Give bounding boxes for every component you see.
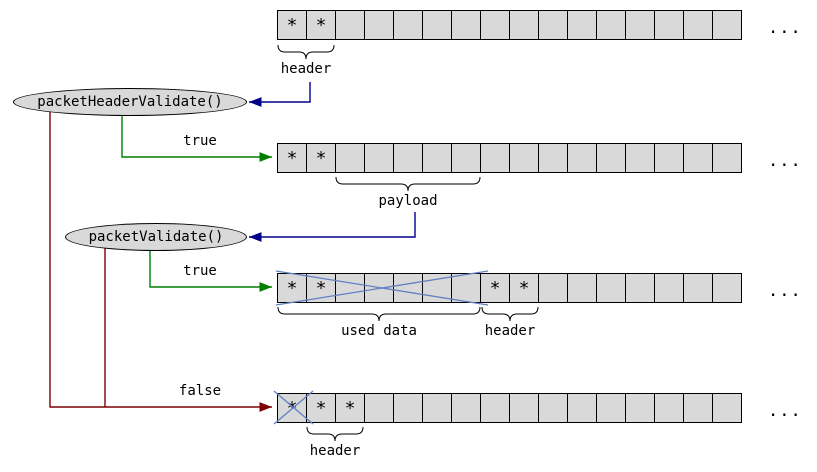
edge-true-packetValidate (149, 245, 272, 292)
buffer-cell (567, 10, 597, 40)
buffer-cell (393, 393, 423, 423)
buffer-cell: * (306, 393, 336, 423)
buffer-row-3: **** (277, 273, 742, 303)
buffer-cell (538, 143, 568, 173)
buffer-row-1: ** (277, 10, 742, 40)
row-continuation-ellipsis: ... (768, 281, 802, 301)
brace-used-data-row3 (277, 306, 481, 322)
buffer-cell (712, 273, 742, 303)
buffer-cell (364, 143, 394, 173)
buffer-cell (335, 10, 365, 40)
buffer-cell (683, 393, 713, 423)
annotation-payload-row2: payload (378, 193, 438, 209)
buffer-cell (364, 273, 394, 303)
buffer-cell (538, 10, 568, 40)
brace-header-row1 (277, 44, 335, 60)
buffer-cell (683, 143, 713, 173)
buffer-cell (422, 143, 452, 173)
buffer-cell (509, 143, 539, 173)
buffer-row-2: ** (277, 143, 742, 173)
buffer-cell: * (335, 393, 365, 423)
buffer-cell (683, 10, 713, 40)
buffer-cell (538, 273, 568, 303)
buffer-cell (422, 10, 452, 40)
annotation-header-row4: header (309, 443, 361, 459)
buffer-cell (654, 273, 684, 303)
buffer-cell (451, 10, 481, 40)
buffer-cell (712, 143, 742, 173)
edge-label-true-1: true (183, 133, 217, 149)
buffer-cell (451, 393, 481, 423)
edge-payload-to-packetValidate (249, 212, 416, 242)
buffer-cell (596, 143, 626, 173)
buffer-cell: * (277, 10, 307, 40)
buffer-cell (480, 143, 510, 173)
row-continuation-ellipsis: ... (768, 401, 802, 421)
buffer-cell (596, 10, 626, 40)
buffer-cell (422, 393, 452, 423)
row-continuation-ellipsis: ... (768, 18, 802, 38)
buffer-cell (625, 143, 655, 173)
buffer-cell (393, 143, 423, 173)
buffer-cell (480, 10, 510, 40)
brace-header-row4 (306, 426, 364, 442)
buffer-cell: * (480, 273, 510, 303)
edge-label-true-2: true (183, 263, 217, 279)
edge-header-to-packetHeaderValidate (249, 82, 311, 107)
buffer-cell (654, 393, 684, 423)
buffer-cell (596, 273, 626, 303)
buffer-cell: * (509, 273, 539, 303)
buffer-cell (451, 143, 481, 173)
buffer-cell (393, 273, 423, 303)
buffer-cell (364, 10, 394, 40)
buffer-cell (625, 273, 655, 303)
buffer-cell: * (306, 10, 336, 40)
buffer-cell (654, 143, 684, 173)
annotation-header-row1: header (280, 61, 332, 77)
buffer-cell (451, 273, 481, 303)
buffer-cell (596, 393, 626, 423)
buffer-cell: * (277, 143, 307, 173)
buffer-cell (625, 393, 655, 423)
buffer-cell (567, 273, 597, 303)
row-continuation-ellipsis: ... (768, 151, 802, 171)
buffer-cell (335, 273, 365, 303)
buffer-cell (509, 10, 539, 40)
buffer-cell (480, 393, 510, 423)
buffer-cell (509, 393, 539, 423)
buffer-cell: * (306, 143, 336, 173)
buffer-cell (567, 393, 597, 423)
buffer-cell (393, 10, 423, 40)
edge-true-packetHeaderValidate (121, 110, 272, 162)
node-packetHeaderValidate: packetHeaderValidate() (13, 88, 247, 116)
annotation-used-data-row3: used data (341, 323, 417, 339)
buffer-cell (422, 273, 452, 303)
node-packetValidate: packetValidate() (65, 223, 247, 251)
buffer-cell (364, 393, 394, 423)
edge-label-false: false (178, 383, 222, 399)
buffer-cell: * (277, 273, 307, 303)
buffer-cell: * (277, 393, 307, 423)
buffer-cell (654, 10, 684, 40)
brace-header-row3 (481, 306, 539, 322)
buffer-cell (625, 10, 655, 40)
buffer-cell (712, 393, 742, 423)
buffer-cell (683, 273, 713, 303)
buffer-cell (712, 10, 742, 40)
brace-payload-row2 (335, 176, 481, 192)
annotation-header-row3: header (484, 323, 536, 339)
buffer-cell (538, 393, 568, 423)
buffer-cell (567, 143, 597, 173)
buffer-cell: * (306, 273, 336, 303)
buffer-cell (335, 143, 365, 173)
buffer-row-4: *** (277, 393, 742, 423)
edge-false-packetHeaderValidate (49, 105, 272, 412)
